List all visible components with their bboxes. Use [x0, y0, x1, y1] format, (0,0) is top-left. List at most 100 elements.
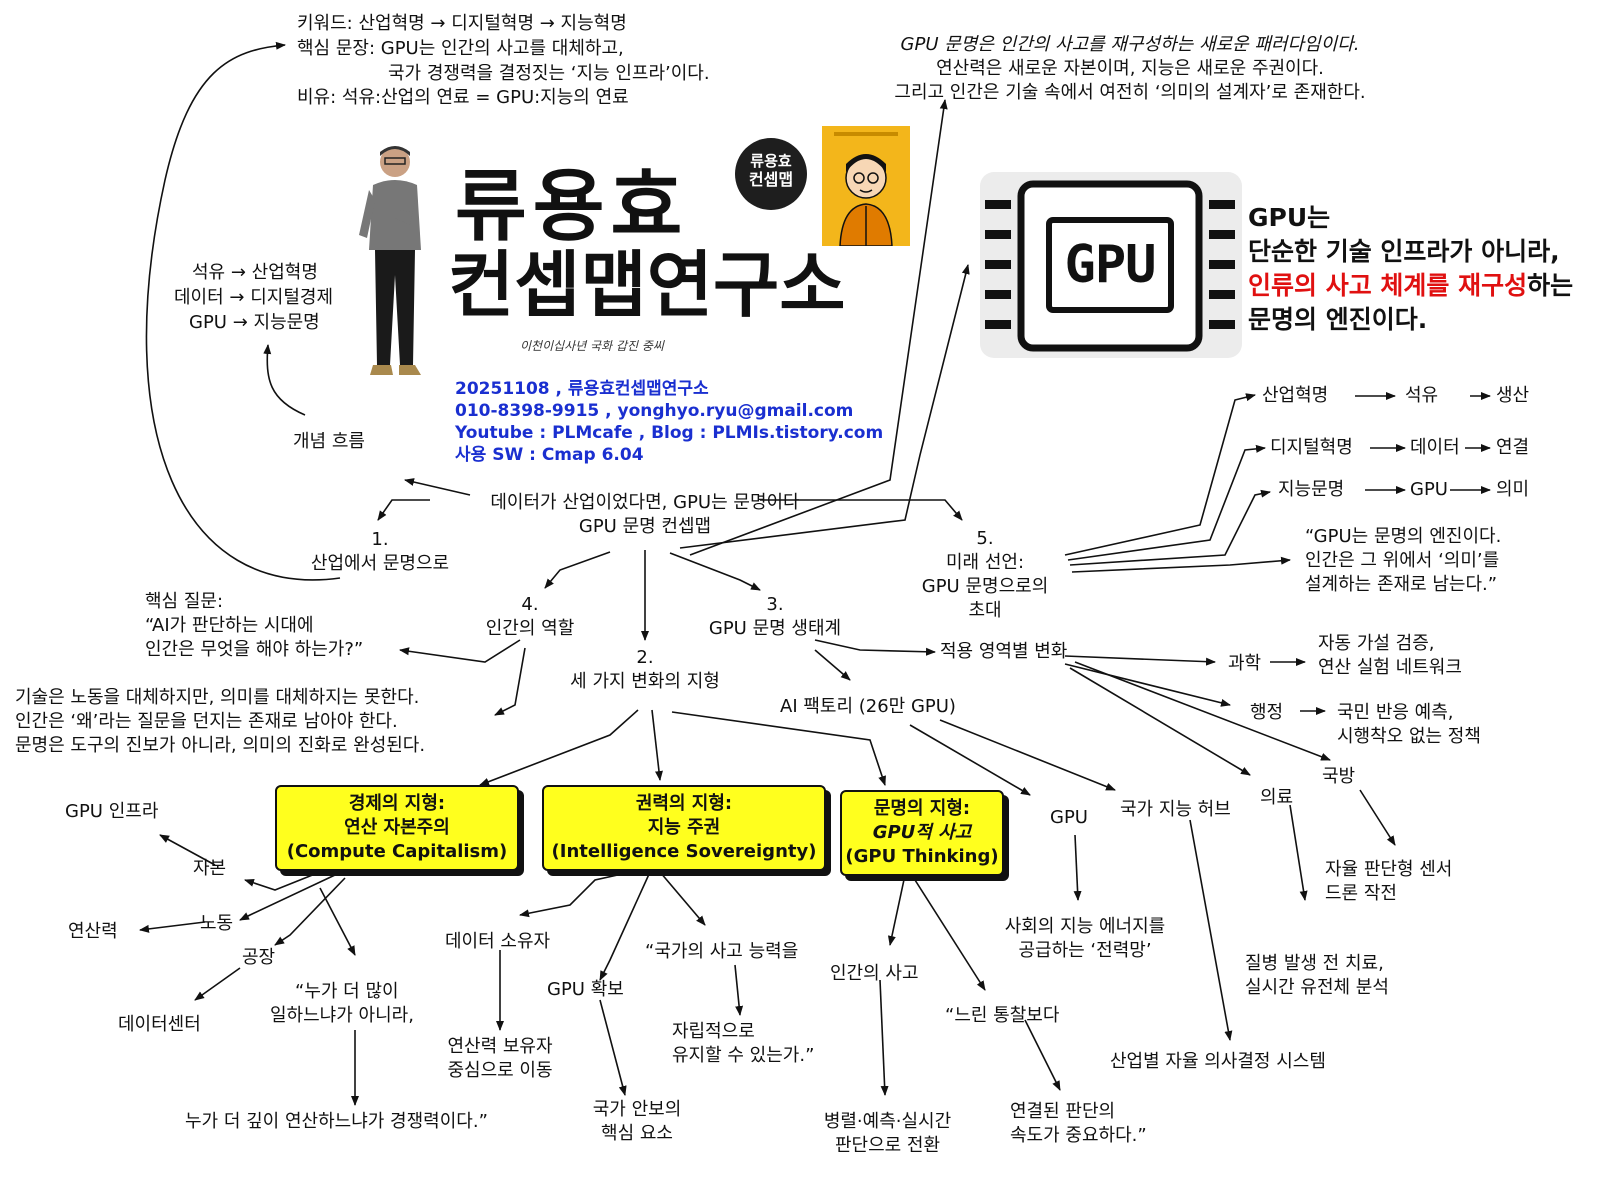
- civ-human-thought: 인간의 사고: [830, 963, 919, 984]
- power-terrain-box[interactable]: 권력의 지형: 지능 주권 (Intelligence Sovereignty): [542, 785, 826, 871]
- apply-medical-detail2: 실시간 유전체 분석: [1245, 977, 1389, 998]
- econ-box-line1: 경제의 지형:: [348, 793, 446, 814]
- power-quote-line2: 자립적으로: [672, 1021, 755, 1042]
- person-photo: [359, 146, 421, 375]
- apply-admin-detail2: 시행착오 없는 정책: [1337, 726, 1481, 747]
- node2-label: 세 가지 변화의 지형: [570, 671, 720, 692]
- gpu-chip-icon: [985, 180, 1235, 352]
- future-row1-a: 산업혁명: [1262, 385, 1329, 406]
- power-box-line3: (Intelligence Sovereignty): [551, 841, 817, 862]
- center-node-line1: 데이터가 산업이었다면, GPU는 문명이다: [490, 492, 800, 513]
- keyword-text: 키워드: 산업혁명 → 디지털혁명 → 지능혁명: [297, 13, 627, 34]
- meaning-line2: 인간은 ‘왜’라는 질문을 던지는 존재로 남아야 한다.: [15, 711, 398, 732]
- future-row3-b: GPU: [1410, 479, 1448, 500]
- gpu-chip-label: GPU: [1064, 235, 1157, 295]
- apply-science-detail1: 자동 가설 검증,: [1318, 633, 1435, 654]
- civ-slow-insight: “느린 통찰보다: [945, 1005, 1060, 1026]
- civ-terrain-box[interactable]: 문명의 지형:GPU적 사고(GPU Thinking): [840, 790, 1004, 876]
- future-row2-a: 디지털혁명: [1270, 437, 1353, 458]
- book-cover-image: [822, 126, 910, 246]
- apply-areas-label: 적용 영역별 변화: [940, 641, 1068, 662]
- core-sentence-line2: 국가 경쟁력을 결정짓는 ‘지능 인프라’이다.: [388, 63, 710, 84]
- core-sentence-line1: 핵심 문장: GPU는 인간의 사고를 대체하고,: [297, 38, 624, 59]
- flow-line2: 데이터 → 디지털경제: [174, 287, 334, 308]
- econ-compute: 연산력: [68, 921, 118, 942]
- civ-human-detail1: 병렬·예측·실시간: [823, 1111, 952, 1132]
- future-row1-b: 석유: [1405, 385, 1439, 406]
- gpu-statement-line3: 인류의 사고 체계를 재구성하는: [1248, 270, 1573, 301]
- logo-line1: 류용효: [455, 161, 689, 252]
- meaning-line3: 문명은 도구의 진보가 아니라, 의미의 진화로 완성된다.: [15, 735, 426, 756]
- future-row3-c: 의미: [1496, 479, 1530, 500]
- civ-slow-detail2: 속도가 중요하다.”: [1010, 1125, 1147, 1146]
- apply-defense: 국방: [1322, 766, 1356, 787]
- factory-gpu-detail2: 공급하는 ‘전력망’: [1018, 940, 1152, 961]
- info-links[interactable]: Youtube : PLMcafe , Blog : PLMIs.tistory…: [455, 423, 884, 443]
- quote-top-line3: 그리고 인간은 기술 속에서 여전히 ‘의미의 설계자’로 존재한다.: [894, 82, 1366, 103]
- econ-datacenter: 데이터센터: [118, 1014, 201, 1035]
- power-gpu-detail1: 국가 안보의: [592, 1099, 682, 1120]
- node3-label: GPU 문명 생태계: [708, 618, 842, 639]
- node5-line1: 미래 선언:: [945, 552, 1025, 573]
- power-gpu-secure: GPU 확보: [547, 979, 624, 1000]
- question-line2: “AI가 판단하는 시대에: [145, 615, 314, 636]
- apply-admin-detail1: 국민 반응 예측,: [1337, 702, 1454, 723]
- ai-factory-label: AI 팩토리 (26만 GPU): [780, 696, 956, 717]
- seal-logo: 류용효 컨셉맵: [735, 138, 807, 210]
- node1-label: 산업에서 문명으로: [310, 553, 450, 574]
- apply-defense-detail2: 드론 작전: [1325, 883, 1397, 904]
- node5-number: 5.: [976, 528, 994, 549]
- info-date: 20251108 , 류용효컨셉맵연구소: [455, 379, 709, 399]
- power-box-line1: 권력의 지형:: [635, 793, 733, 814]
- factory-gpu: GPU: [1050, 807, 1088, 828]
- apply-science: 과학: [1228, 653, 1262, 674]
- gpu-statement-line4: 문명의 엔진이다.: [1248, 305, 1428, 334]
- node3-number: 3.: [766, 594, 784, 615]
- seal-bottom-text: 컨셉맵: [748, 170, 794, 189]
- power-quote-line3: 유지할 수 있는가.”: [672, 1045, 815, 1066]
- econ-factory: 공장: [242, 947, 276, 968]
- concept-flow-label: 개념 흐름: [293, 431, 365, 452]
- civ-human-detail2: 판단으로 전환: [834, 1135, 941, 1156]
- power-quote-line1: “국가의 사고 능력을: [645, 941, 799, 962]
- factory-hub: 국가 지능 허브: [1120, 799, 1231, 820]
- econ-terrain-box[interactable]: 경제의 지형: 연산 자본주의 (Compute Capitalism): [275, 785, 519, 871]
- info-software: 사용 SW : Cmap 6.04: [455, 445, 644, 465]
- econ-quote-line1: “누가 더 많이: [295, 981, 399, 1002]
- civ-box-line2: GPU적 사고: [872, 822, 972, 843]
- future-quote-line2: 인간은 그 위에서 ‘의미’를: [1305, 550, 1500, 571]
- future-row2-c: 연결: [1496, 437, 1530, 458]
- civ-box-line1: 문명의 지형:: [873, 798, 971, 819]
- gpu-statement-line1: GPU는: [1248, 203, 1331, 232]
- future-row3-a: 지능문명: [1278, 479, 1345, 500]
- meaning-line1: 기술은 노동을 대체하지만, 의미를 대체하지는 못한다.: [15, 687, 420, 708]
- econ-quote-line3: 누가 더 깊이 연산하느냐가 경쟁력이다.”: [185, 1111, 488, 1132]
- econ-box-line2: 연산 자본주의: [344, 817, 450, 838]
- center-node-line2: GPU 문명 컨셉맵: [578, 516, 712, 537]
- apply-medical: 의료: [1260, 787, 1294, 808]
- econ-labor: 노동: [200, 913, 234, 934]
- apply-defense-detail1: 자율 판단형 센서: [1325, 859, 1453, 880]
- power-owner-detail2: 중심으로 이동: [447, 1060, 553, 1081]
- future-row2-b: 데이터: [1410, 437, 1460, 458]
- node5-line2: GPU 문명으로의: [921, 576, 1049, 597]
- power-data-owner: 데이터 소유자: [445, 931, 551, 952]
- info-contact[interactable]: 010-8398-9915 , yonghyo.ryu@gmail.com: [455, 401, 854, 421]
- seal-top-text: 류용효: [750, 152, 792, 170]
- quote-top-line2: 연산력은 새로운 자본이며, 지능은 새로운 주권이다.: [936, 58, 1324, 79]
- apply-science-detail2: 연산 실험 네트워크: [1318, 657, 1462, 678]
- factory-hub-detail: 산업별 자율 의사결정 시스템: [1110, 1051, 1326, 1072]
- analogy-text: 비유: 석유:산업의 연료 = GPU:지능의 연료: [297, 87, 629, 108]
- flow-line3: GPU → 지능문명: [189, 312, 320, 333]
- civ-slow-detail1: 연결된 판단의: [1010, 1101, 1116, 1122]
- econ-gpu-infra: GPU 인프라: [65, 801, 159, 822]
- econ-box-line3: (Compute Capitalism): [286, 841, 508, 862]
- node4-label: 인간의 역할: [485, 618, 575, 639]
- node2-number: 2.: [636, 647, 654, 668]
- power-owner-detail1: 연산력 보유자: [447, 1036, 553, 1057]
- logo-caption: 이천이십사년 국화 갑진 중씨: [520, 339, 664, 353]
- gpu-statement-line2: 단순한 기술 인프라가 아니라,: [1248, 237, 1560, 266]
- power-box-line2: 지능 주권: [647, 817, 721, 838]
- question-line1: 핵심 질문:: [145, 591, 224, 612]
